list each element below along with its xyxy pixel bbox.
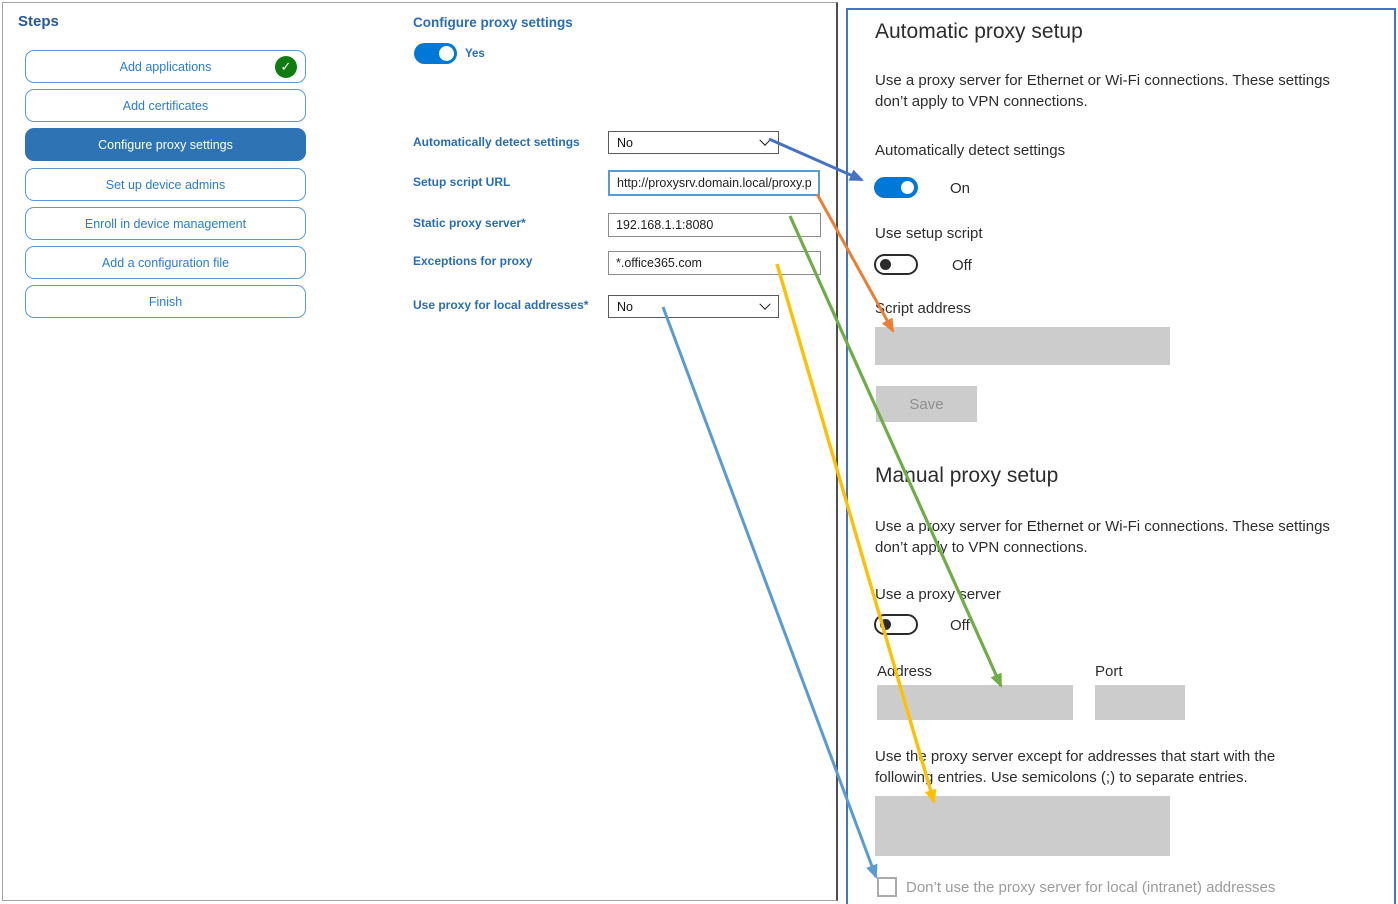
local-addresses-checkbox[interactable] — [877, 877, 897, 897]
use-proxy-server-state: Off — [950, 617, 970, 634]
select-value: No — [617, 299, 633, 314]
step-enroll-device-management[interactable]: Enroll in device management — [25, 207, 306, 240]
step-label: Add a configuration file — [101, 255, 230, 270]
proxy-exceptions-textarea[interactable] — [875, 796, 1170, 856]
save-button[interactable]: Save — [876, 386, 977, 422]
address-label: Address — [877, 663, 933, 680]
chevron-down-icon — [759, 134, 771, 146]
step-add-configuration-file[interactable]: Add a configuration file — [25, 246, 306, 279]
port-input[interactable] — [1095, 685, 1185, 720]
label-use-proxy-for-local-addresses: Use proxy for local addresses* — [413, 298, 589, 312]
label-automatically-detect-settings: Automatically detect settings — [413, 135, 580, 149]
script-address-label: Script address — [875, 300, 971, 317]
input-exceptions-for-proxy[interactable] — [608, 251, 821, 275]
auto-detect-settings-label: Automatically detect settings — [875, 142, 1066, 159]
label-exceptions-for-proxy: Exceptions for proxy — [413, 254, 533, 268]
select-use-proxy-for-local-addresses[interactable]: No — [608, 295, 779, 318]
steps-heading: Steps — [18, 13, 59, 30]
select-automatically-detect-settings[interactable]: No — [608, 131, 779, 154]
completed-check-icon: ✓ — [275, 56, 297, 78]
configure-proxy-toggle-state: Yes — [465, 48, 485, 60]
wcd-window: Steps Add applications ✓ Add certificate… — [2, 2, 838, 901]
manual-proxy-description: Use a proxy server for Ethernet or Wi-Fi… — [875, 518, 1330, 556]
port-label: Port — [1095, 663, 1123, 680]
toggle-knob-icon — [880, 259, 891, 270]
label-static-proxy-server: Static proxy server* — [413, 216, 526, 230]
step-set-up-device-admins[interactable]: Set up device admins — [25, 168, 306, 201]
chevron-down-icon — [759, 298, 771, 310]
step-configure-proxy-settings[interactable]: Configure proxy settings — [25, 128, 306, 161]
page-title: Configure proxy settings — [413, 15, 573, 30]
automatic-proxy-setup-heading: Automatic proxy setup — [875, 20, 1083, 43]
input-static-proxy-server[interactable] — [608, 213, 821, 237]
step-label: Add certificates — [122, 98, 209, 113]
step-label: Set up device admins — [105, 177, 226, 192]
step-finish[interactable]: Finish — [25, 285, 306, 318]
step-add-certificates[interactable]: Add certificates — [25, 89, 306, 122]
step-label: Finish — [148, 294, 183, 309]
step-label: Enroll in device management — [84, 216, 247, 231]
local-addresses-checkbox-label: Don’t use the proxy server for local (in… — [906, 879, 1276, 896]
use-setup-script-label: Use setup script — [875, 225, 983, 242]
use-proxy-server-label: Use a proxy server — [875, 586, 1001, 603]
label-setup-script-url: Setup script URL — [413, 175, 511, 189]
auto-detect-settings-toggle[interactable] — [874, 177, 918, 198]
configure-proxy-toggle[interactable] — [414, 43, 457, 64]
select-value: No — [617, 135, 633, 150]
input-setup-script-url[interactable] — [608, 170, 820, 196]
toggle-knob-icon — [439, 46, 454, 61]
proxy-exceptions-description: Use the proxy server except for addresse… — [875, 748, 1276, 786]
step-label: Add applications — [119, 59, 212, 74]
step-label: Configure proxy settings — [98, 137, 233, 152]
automatic-proxy-description: Use a proxy server for Ethernet or Wi-Fi… — [875, 72, 1330, 110]
use-proxy-server-toggle[interactable] — [874, 614, 918, 635]
toggle-knob-icon — [901, 181, 914, 194]
use-setup-script-toggle[interactable] — [874, 254, 918, 275]
manual-proxy-setup-heading: Manual proxy setup — [875, 464, 1059, 487]
toggle-knob-icon — [880, 619, 891, 630]
use-setup-script-state: Off — [952, 257, 972, 274]
script-address-input[interactable] — [875, 327, 1170, 365]
address-input[interactable] — [877, 685, 1073, 720]
auto-detect-settings-state: On — [950, 180, 971, 197]
step-add-applications[interactable]: Add applications ✓ — [25, 50, 306, 83]
